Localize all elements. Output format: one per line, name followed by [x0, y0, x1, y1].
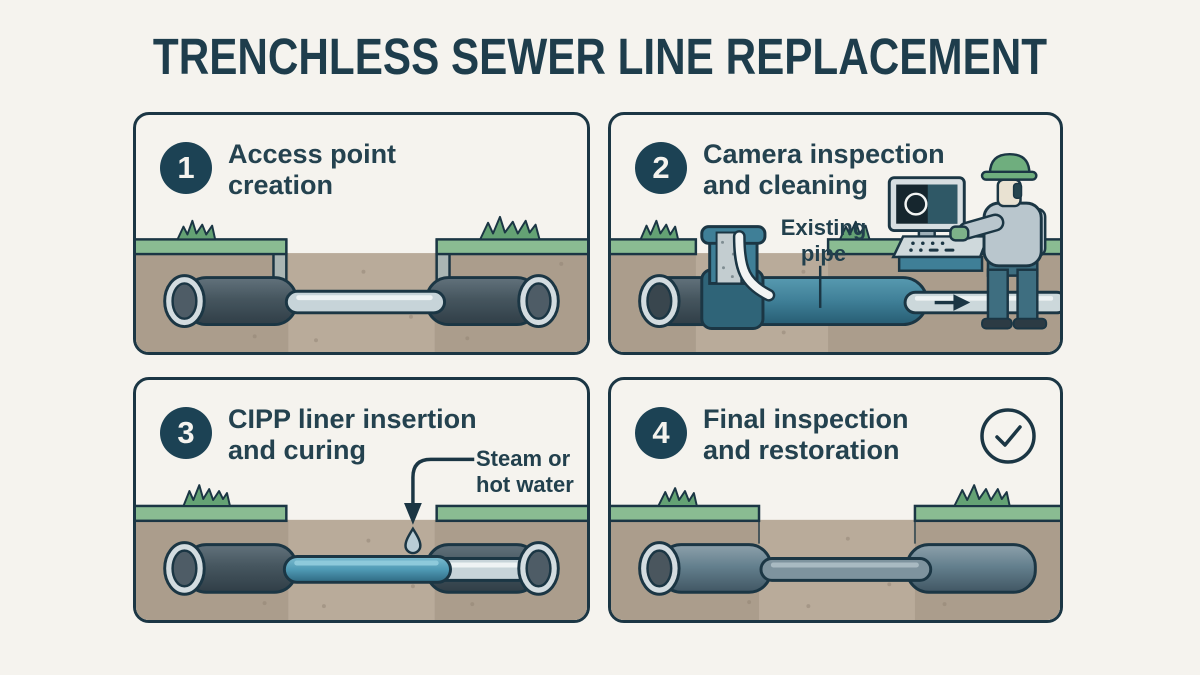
restored-pipe	[638, 541, 1037, 596]
check-circle-icon	[978, 406, 1038, 471]
grass	[136, 484, 587, 523]
step-title-line2: creation	[228, 170, 334, 200]
hard-hat-icon	[980, 152, 1038, 181]
panel-cipp-liner: 3 CIPP liner insertion and curing Steam …	[133, 377, 590, 623]
grass	[136, 215, 587, 256]
step-title-line2: and curing	[228, 435, 367, 465]
step-number-badge: 2	[635, 142, 687, 194]
step-title-line2: and restoration	[703, 435, 900, 465]
panel-camera-inspection: 2 Camera inspection and cleaning Existin…	[608, 112, 1063, 355]
final-inspection-illustration	[611, 484, 1060, 620]
pipe	[163, 541, 560, 596]
droplet-icon	[404, 526, 422, 555]
step-title-line1: CIPP liner insertion	[228, 404, 477, 434]
page-title: TRENCHLESS SEWER LINE REPLACEMENT	[152, 28, 1048, 86]
arrow-down-icon	[404, 502, 422, 525]
step-title-line2: and cleaning	[703, 170, 869, 200]
panel-final-inspection: 4 Final inspection and restoration	[608, 377, 1063, 623]
steam-hot-water-label: Steam or hot water	[476, 446, 574, 497]
existing-pipe-label: Existing pipe	[780, 215, 867, 266]
step-number-badge: 3	[160, 407, 212, 459]
step-title: Access point creation	[228, 139, 396, 201]
panel-access-point-creation: 1 Access point creation	[133, 112, 590, 355]
worker-figure	[949, 152, 1048, 330]
step-number-badge: 1	[160, 142, 212, 194]
step-title-line1: Final inspection	[703, 404, 909, 434]
pipe	[163, 274, 560, 329]
camera-inspection-illustration	[611, 152, 1060, 352]
monitor-icon	[887, 176, 966, 240]
cipp-liner-illustration	[136, 457, 587, 620]
access-tee	[700, 225, 776, 330]
steam-leader	[404, 457, 475, 555]
step-title: CIPP liner insertion and curing	[228, 404, 477, 466]
step-title: Camera inspection and cleaning	[703, 139, 945, 201]
step-title-line1: Camera inspection	[703, 139, 945, 169]
grass	[611, 484, 1060, 523]
access-point-illustration	[136, 215, 587, 352]
cipp-liner	[282, 555, 452, 584]
step-title-line1: Access point	[228, 139, 397, 169]
control-keyboard	[891, 235, 990, 259]
console-base	[897, 255, 984, 272]
step-title: Final inspection and restoration	[703, 404, 909, 466]
arrow-right-icon	[934, 294, 971, 311]
step-number-badge: 4	[635, 407, 687, 459]
